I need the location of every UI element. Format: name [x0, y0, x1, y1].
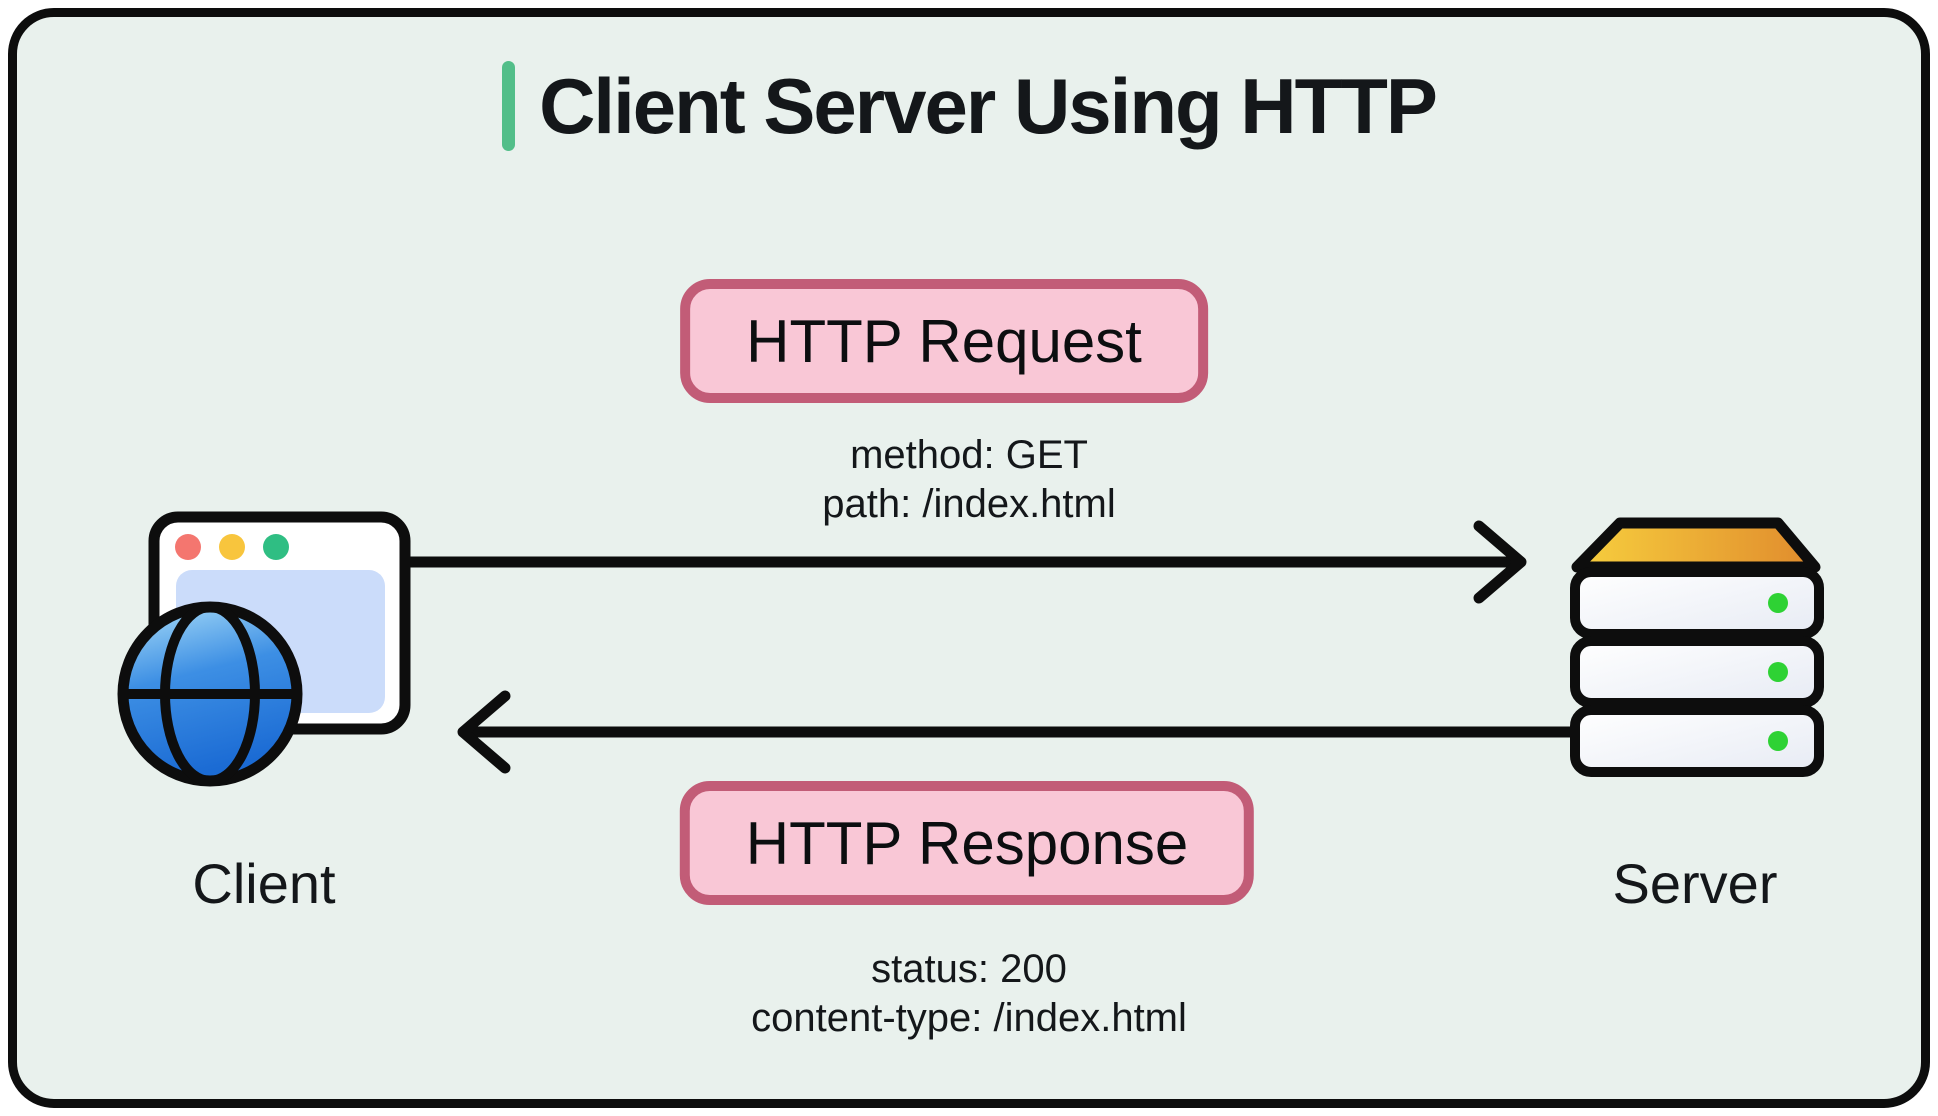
globe-icon	[117, 601, 303, 787]
response-meta-status: status: 200	[871, 947, 1067, 991]
server-top	[1571, 517, 1821, 573]
server-label: Server	[1612, 852, 1778, 915]
window-dot-yellow	[219, 534, 245, 560]
response-meta-content-type: content-type: /index.html	[751, 995, 1187, 1040]
server-stack-icon	[1570, 517, 1824, 777]
server-led	[1768, 731, 1788, 751]
window-dot-red	[175, 534, 201, 560]
server-segment	[1570, 567, 1824, 639]
request-meta-method: method: GET	[850, 433, 1088, 477]
window-dot-green	[263, 534, 289, 560]
request-arrow	[401, 520, 1527, 604]
server-segment	[1570, 705, 1824, 777]
server-led	[1768, 662, 1788, 682]
request-meta: method: GET path: /index.html	[822, 431, 1116, 529]
client-label: Client	[192, 852, 336, 915]
http-response-badge: HTTP Response	[679, 781, 1255, 905]
title-accent-bar	[502, 61, 516, 151]
title-row: Client Server Using HTTP	[17, 61, 1921, 151]
diagram-frame: Client Server Using HTTP	[8, 8, 1930, 1108]
request-meta-path: path: /index.html	[822, 481, 1116, 526]
response-arrow	[457, 690, 1581, 774]
page-title: Client Server Using HTTP	[539, 62, 1438, 150]
server-led	[1768, 593, 1788, 613]
client-browser-icon	[117, 511, 411, 787]
response-meta: status: 200 content-type: /index.html	[751, 945, 1187, 1043]
server-segment	[1570, 636, 1824, 708]
browser-content-area	[176, 570, 385, 713]
http-request-badge: HTTP Request	[680, 279, 1208, 403]
